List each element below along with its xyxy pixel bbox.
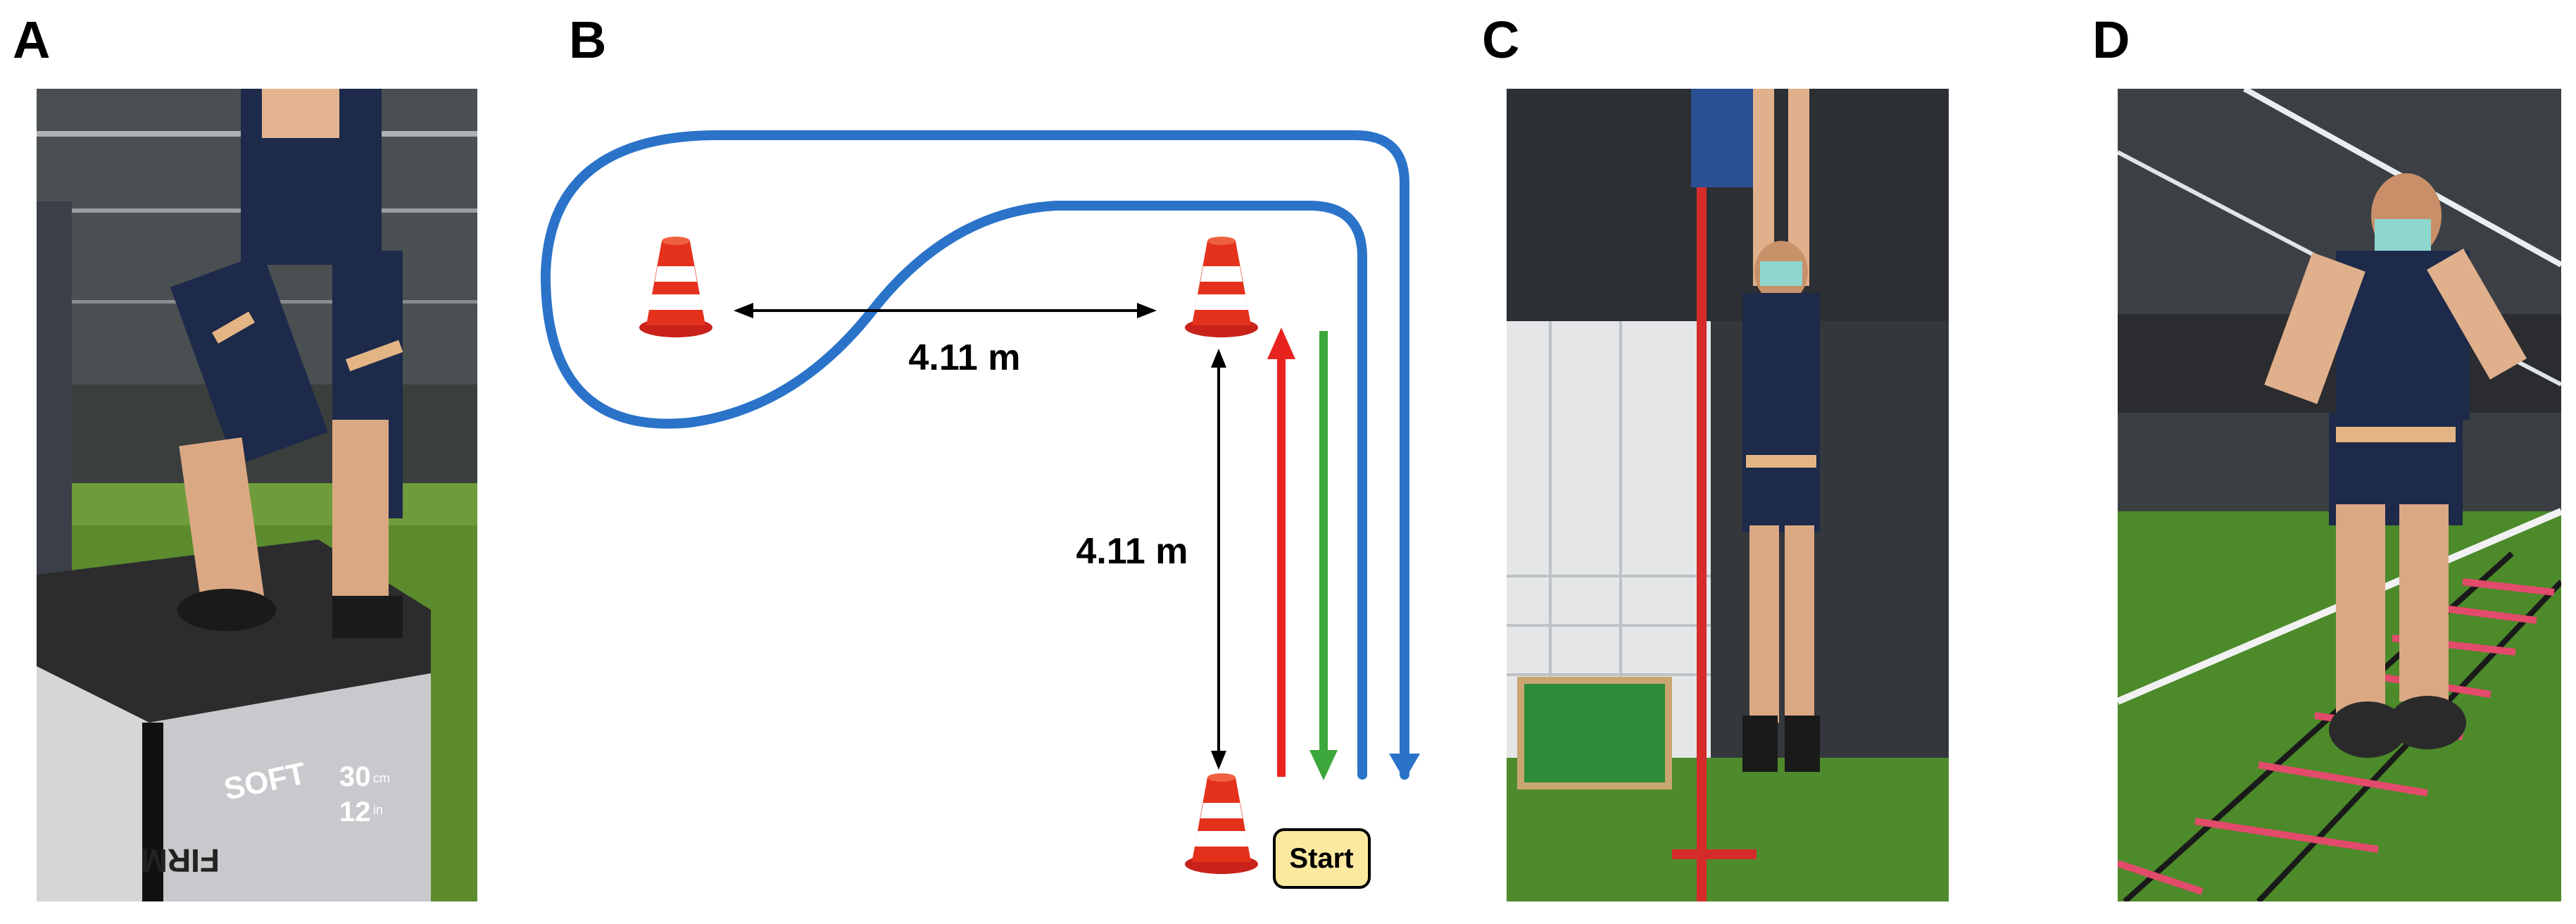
photo-step-up-box: SOFT 30 cm 12 in FIRM bbox=[37, 89, 477, 901]
cone-icon-start bbox=[1185, 773, 1258, 874]
cone-icon-left bbox=[639, 237, 712, 337]
arrow-green-head bbox=[1309, 750, 1338, 780]
box-label-in: 12 bbox=[339, 797, 371, 828]
panel-label-b: B bbox=[569, 11, 607, 69]
distance-arrow-vertical-top-head bbox=[1211, 349, 1226, 368]
panel-label-a: A bbox=[13, 11, 51, 69]
panel-label-d: D bbox=[2092, 11, 2130, 69]
distance-arrow-horizontal-left-head bbox=[734, 303, 753, 318]
start-box bbox=[1273, 828, 1371, 889]
path-blue-outer bbox=[541, 130, 1409, 780]
box-label-firm: FIRM bbox=[141, 842, 220, 879]
panel-label-c: C bbox=[1482, 11, 1520, 69]
cone-icon-top-right bbox=[1185, 237, 1258, 337]
distance-label-vertical: 4.11 m bbox=[1076, 531, 1188, 572]
box-label-cm-unit: cm bbox=[373, 771, 390, 785]
photo-agility-ladder bbox=[2118, 89, 2561, 901]
distance-arrow-horizontal-right-head bbox=[1137, 303, 1157, 318]
box-label-cm: 30 bbox=[339, 761, 371, 792]
photo-vertical-jump bbox=[1507, 89, 1949, 901]
arrow-red-head bbox=[1267, 327, 1295, 359]
distance-label-horizontal: 4.11 m bbox=[908, 337, 1020, 378]
distance-arrow-vertical-bottom-head bbox=[1211, 751, 1226, 770]
box-label-in-unit: in bbox=[373, 803, 383, 817]
start-label: Start bbox=[1289, 843, 1353, 874]
path-blue-arrowhead bbox=[1389, 754, 1420, 780]
